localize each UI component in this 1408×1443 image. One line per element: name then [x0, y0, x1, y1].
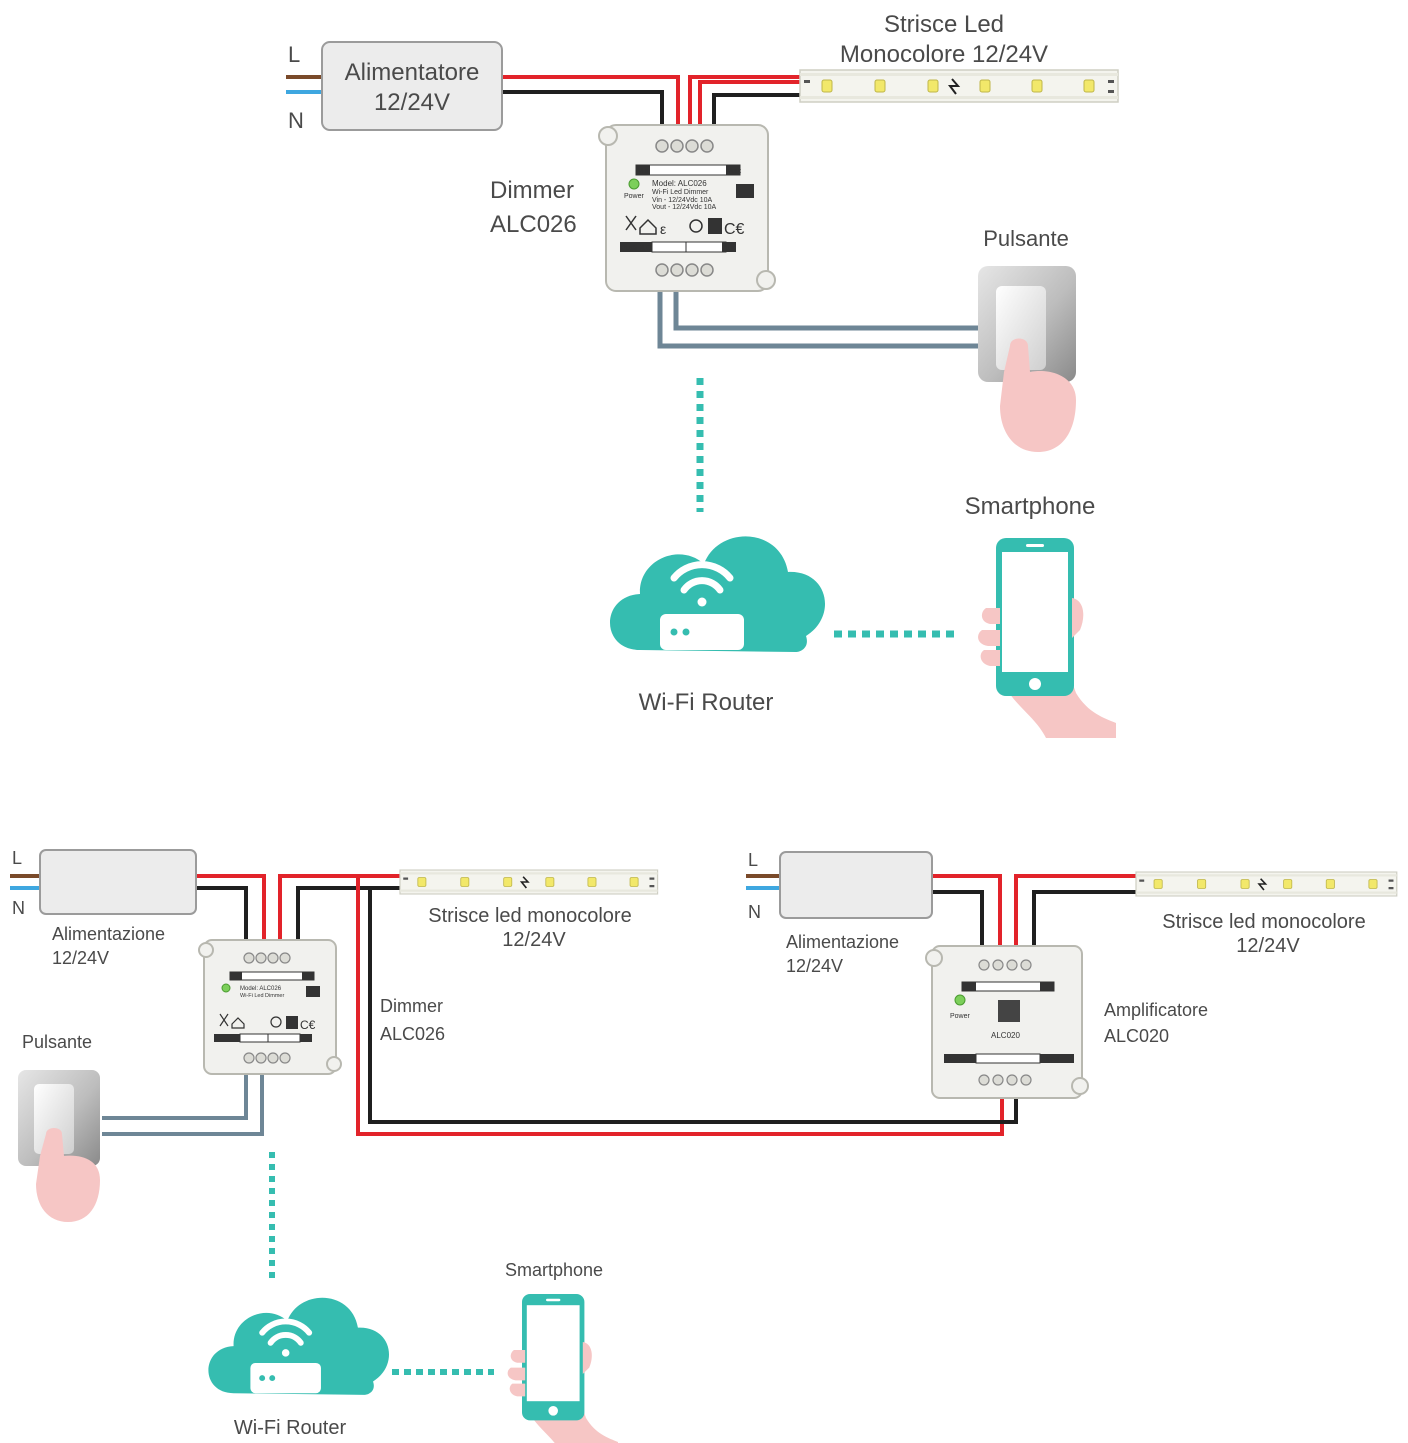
button2-label: Pulsante [22, 1032, 92, 1052]
psu-label-line2: 12/24V [374, 89, 450, 116]
strip2-label-line1: Strisce led monocolore [428, 905, 631, 927]
dimmer-label-line1: Dimmer [490, 177, 574, 204]
strip-label-line2: Monocolore 12/24V [840, 41, 1048, 68]
psu-label-line1: Alimentatore [345, 59, 480, 86]
phone-label: Smartphone [965, 493, 1096, 520]
ce-mark: C€ [724, 221, 745, 238]
amp-signal-tag: Signal [948, 1057, 965, 1063]
amp-power-tag: Power [950, 1013, 971, 1020]
device-model: Model: ALC026 [652, 179, 707, 188]
amp-input-tag: Input [1046, 1057, 1060, 1063]
vin-tag: Vin [638, 168, 648, 175]
wifi-router-1 [610, 536, 825, 652]
amp-label-line2: ALC020 [1104, 1026, 1169, 1046]
device2-name: Wi-Fi Led Dimmer [240, 993, 284, 999]
device2-model: Model: ALC026 [240, 986, 282, 992]
dimmer2-label-line2: ALC026 [380, 1024, 445, 1044]
power-supply-3: Alimentazione 12/24V [779, 851, 933, 976]
led-strip-2: Strisce led monocolore 12/24V [399, 869, 659, 951]
push-tag: Push N.O. [621, 245, 653, 252]
device-name: Wi-Fi Led Dimmer [652, 189, 709, 196]
line-n-label-3: N [748, 902, 761, 922]
dimmer-alc026-1: Vin Vout Power Model: ALC026 Wi-Fi Led D… [598, 124, 776, 292]
psu3-label-line1: Alimentazione [786, 932, 899, 952]
router2-label: Wi-Fi Router [234, 1417, 347, 1439]
dimmer-alc026-2: Model: ALC026 Wi-Fi Led Dimmer C€ [198, 939, 342, 1075]
amplifier-alc020: Power ALC020 Signal Input [925, 945, 1089, 1099]
dimmer-label-line2: ALC026 [490, 211, 577, 238]
button-label: Pulsante [983, 226, 1069, 251]
mains-input-3: L N [746, 850, 782, 922]
led-strip-1: Strisce Led Monocolore 12/24V [799, 11, 1119, 103]
power-tag: Power [624, 193, 645, 200]
dimmer2-label-line1: Dimmer [380, 996, 443, 1016]
psu2-label-line1: Alimentazione [52, 924, 165, 944]
power-supply-2: Alimentazione 12/24V [39, 849, 197, 968]
ce-mark-e: ε [660, 221, 666, 237]
router-label: Wi-Fi Router [639, 689, 774, 716]
power-supply-1: Alimentatore 12/24V [321, 41, 503, 131]
line-l-label-2: L [12, 848, 22, 868]
phone2-label: Smartphone [505, 1260, 603, 1280]
ce-mark-2: C€ [300, 1018, 316, 1032]
psu3-label-line2: 12/24V [786, 956, 843, 976]
amp-label-line1: Amplificatore [1104, 1000, 1208, 1020]
strip3-label-line1: Strisce led monocolore [1162, 911, 1365, 933]
aux-tag: Aux [723, 245, 736, 252]
push-button-1: Pulsante [978, 226, 1076, 452]
wires-2-left [102, 874, 1018, 1136]
wifi-router-2 [208, 1298, 389, 1395]
strip2-label-line2: 12/24V [502, 929, 566, 951]
line-l-label: L [288, 42, 300, 67]
psu2-label-line2: 12/24V [52, 948, 109, 968]
smartphone-1 [978, 538, 1116, 738]
led-strip-3: Strisce led monocolore 12/24V [1135, 871, 1398, 957]
line-n-label: N [288, 108, 304, 133]
smartphone-2 [507, 1294, 618, 1443]
mains-input-2: L N [10, 848, 44, 918]
vout-tag: Vout [727, 168, 741, 175]
device-vin: Vin - 12/24Vdc 10A [652, 197, 713, 204]
strip-label-line1: Strisce Led [884, 11, 1004, 38]
push-button-2: Pulsante [18, 1032, 100, 1222]
strip3-label-line2: 12/24V [1236, 935, 1300, 957]
line-l-label-3: L [748, 850, 758, 870]
device-vout: Vout - 12/24Vdc 10A [652, 204, 717, 211]
wires-2-right [930, 874, 1140, 952]
amp-model: ALC020 [991, 1031, 1020, 1040]
line-n-label-2: N [12, 898, 25, 918]
wires-1 [500, 75, 984, 349]
